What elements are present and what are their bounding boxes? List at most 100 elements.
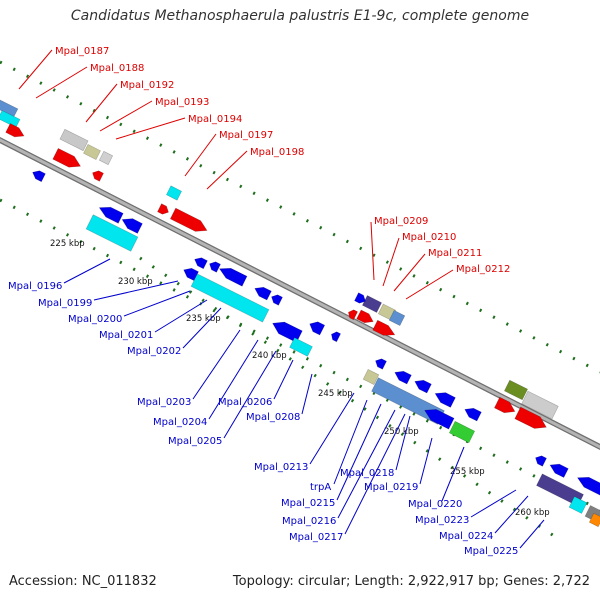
kbp-tick-label-7: 255 kbp xyxy=(450,467,485,477)
reverse-label-connector-20 xyxy=(494,495,529,534)
forward-gene-arrow-4 xyxy=(59,128,89,152)
reverse-gene-arrow-26 xyxy=(549,463,569,478)
forward-label-connector-11 xyxy=(405,269,454,300)
kbp-tick-label-3: 235 kbp xyxy=(186,314,221,324)
reverse-gene-arrow-16 xyxy=(375,358,387,370)
forward-gene-arrow-21 xyxy=(493,396,516,414)
reverse-gene-arrow-23 xyxy=(424,409,455,430)
reverse-label-connector-21 xyxy=(519,519,545,549)
forward-gene-arrow-17 xyxy=(372,319,396,336)
forward-gene-label-2: Mpal_0188 xyxy=(90,63,144,74)
reverse-gene-label-10: Mpal_0208 xyxy=(246,412,300,423)
reverse-gene-label-1: Mpal_0196 xyxy=(8,281,62,292)
forward-gene-label-6: Mpal_0197 xyxy=(219,130,273,141)
kbp-tick-label-4: 240 kbp xyxy=(252,351,287,361)
reverse-label-connector-2 xyxy=(93,280,179,301)
reverse-gene-arrow-5 xyxy=(194,257,208,270)
map-title: Candidatus Methanosphaerula palustris E1… xyxy=(70,8,530,24)
reverse-gene-label-8: Mpal_0205 xyxy=(168,436,222,447)
reverse-gene-label-20: Mpal_0224 xyxy=(439,531,493,542)
reverse-gene-arrow-14 xyxy=(289,337,313,357)
forward-gene-arrow-22 xyxy=(514,406,547,429)
reverse-label-connector-9 xyxy=(273,359,294,400)
reverse-gene-label-21: Mpal_0225 xyxy=(464,546,518,557)
reverse-gene-arrow-18 xyxy=(414,379,432,394)
reverse-gene-arrow-8 xyxy=(254,286,272,301)
reverse-gene-arrow-3 xyxy=(121,218,143,234)
forward-gene-arrow-15 xyxy=(354,292,366,304)
kbp-tick-label-8: 260 kbp xyxy=(515,508,550,518)
reverse-gene-arrow-2 xyxy=(98,206,124,224)
forward-label-connector-5 xyxy=(115,117,186,140)
reverse-gene-label-6: Mpal_0203 xyxy=(137,397,191,408)
forward-label-connector-10 xyxy=(393,253,426,292)
reverse-gene-arrow-25 xyxy=(535,455,547,467)
kbp-tick-label-1: 225 kbp xyxy=(50,239,85,249)
reverse-label-connector-4 xyxy=(154,299,208,333)
forward-label-connector-6 xyxy=(184,133,217,177)
reverse-label-connector-11 xyxy=(309,392,355,465)
tick-ring-3 xyxy=(139,256,561,542)
forward-gene-arrow-16 xyxy=(356,309,374,324)
reverse-gene-arrow-7 xyxy=(218,267,248,287)
forward-label-connector-1 xyxy=(18,49,53,90)
topology-label: Topology: circular; Length: 2,922,917 bp… xyxy=(232,574,590,589)
reverse-gene-arrow-6 xyxy=(209,261,221,273)
forward-gene-label-9: Mpal_0210 xyxy=(402,232,456,243)
forward-gene-arrow-11 xyxy=(169,207,208,232)
reverse-label-connector-1 xyxy=(63,258,111,284)
reverse-label-connector-19 xyxy=(470,489,517,518)
forward-gene-label-3: Mpal_0192 xyxy=(120,80,174,91)
reverse-gene-arrow-24 xyxy=(448,420,476,444)
reverse-gene-arrow-4 xyxy=(85,214,139,252)
forward-gene-arrow-7 xyxy=(52,147,82,168)
accession-label: Accession: NC_011832 xyxy=(9,574,157,589)
reverse-label-connector-15 xyxy=(344,413,406,535)
reverse-label-connector-13 xyxy=(336,403,382,501)
reverse-gene-arrow-29 xyxy=(568,496,588,514)
forward-label-connector-4 xyxy=(99,100,153,132)
reverse-gene-arrow-20 xyxy=(464,407,482,422)
forward-gene-arrow-12 xyxy=(361,295,383,313)
reverse-gene-label-9: Mpal_0206 xyxy=(218,397,272,408)
tick-ring-1 xyxy=(0,60,600,374)
reverse-label-connector-8 xyxy=(223,350,277,439)
kbp-tick-label-6: 250 kbp xyxy=(384,427,419,437)
reverse-gene-label-13: Mpal_0215 xyxy=(281,498,335,509)
reverse-gene-label-3: Mpal_0200 xyxy=(68,314,122,325)
forward-gene-arrow-14 xyxy=(388,309,406,327)
forward-label-connector-2 xyxy=(35,66,88,99)
reverse-gene-label-4: Mpal_0201 xyxy=(99,330,153,341)
forward-gene-arrow-5 xyxy=(83,143,101,161)
reverse-gene-arrow-17 xyxy=(394,370,412,385)
reverse-gene-arrow-11 xyxy=(190,273,270,323)
forward-gene-label-11: Mpal_0212 xyxy=(456,264,510,275)
kbp-tick-label-2: 230 kbp xyxy=(118,277,153,287)
reverse-gene-arrow-10 xyxy=(183,267,199,282)
reverse-gene-arrow-15 xyxy=(331,331,342,343)
reverse-gene-arrow-1 xyxy=(32,170,46,183)
reverse-gene-arrow-13 xyxy=(309,321,326,336)
reverse-gene-label-17: Mpal_0219 xyxy=(364,482,418,493)
reverse-gene-arrow-27 xyxy=(576,476,600,496)
reverse-gene-label-14: Mpal_0216 xyxy=(282,516,336,527)
reverse-gene-arrow-9 xyxy=(271,294,283,306)
forward-gene-label-8: Mpal_0209 xyxy=(374,216,428,227)
forward-gene-arrow-18 xyxy=(348,309,359,321)
reverse-gene-label-5: Mpal_0202 xyxy=(127,346,181,357)
reverse-label-connector-6 xyxy=(192,329,241,400)
forward-gene-arrow-10 xyxy=(157,203,169,215)
reverse-gene-label-12: trpA xyxy=(310,482,331,493)
forward-gene-arrow-8 xyxy=(92,170,104,182)
forward-label-connector-7 xyxy=(206,150,248,190)
reverse-label-connector-17 xyxy=(419,437,433,485)
reverse-gene-label-15: Mpal_0217 xyxy=(289,532,343,543)
reverse-gene-label-2: Mpal_0199 xyxy=(38,298,92,309)
genome-backbone xyxy=(0,138,600,449)
forward-gene-arrow-9 xyxy=(165,185,183,201)
kbp-tick-label-5: 245 kbp xyxy=(318,389,353,399)
reverse-gene-arrow-19 xyxy=(434,392,456,408)
forward-gene-label-1: Mpal_0187 xyxy=(55,46,109,57)
